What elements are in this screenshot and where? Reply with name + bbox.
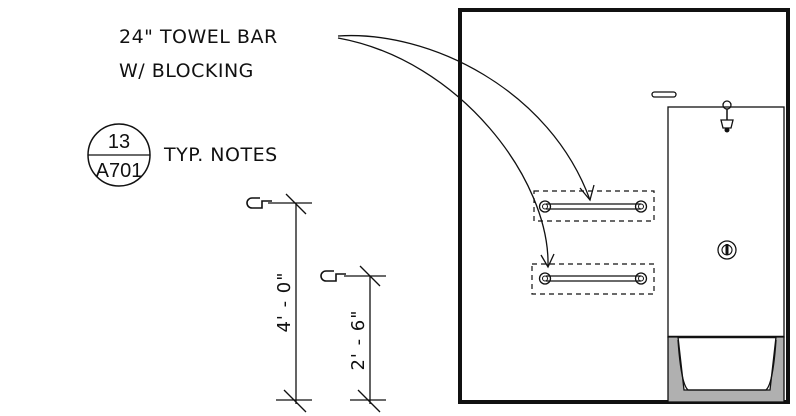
leader-to-lower-bar [337, 37, 549, 267]
section-tag: 13 A701 [87, 123, 151, 187]
blocking-upper [533, 190, 655, 222]
towel-bar-lower-post-right [634, 272, 648, 285]
towel-bar-lower-post-left-inner [542, 275, 548, 282]
shower-head-face [724, 127, 730, 133]
towel-bar-lower-post-right-inner [638, 275, 644, 282]
shower-arm-knob [722, 100, 732, 110]
shower-head-body [720, 119, 734, 129]
shower-enclosure [667, 100, 785, 403]
dimension-tall-tick-bottom [283, 389, 307, 413]
arrowhead-lower-icon [540, 253, 555, 269]
towel-bar-upper-post-right [634, 200, 648, 213]
dimension-tall-label: 4' - 0" [274, 271, 295, 332]
section-tag-note: TYP. NOTES [163, 144, 278, 166]
room-outline [458, 8, 790, 404]
tub-inner-curve [677, 339, 777, 391]
dimension-short-tick-bottom [357, 389, 381, 413]
towel-bar-upper [533, 190, 655, 222]
level-marker-icon [246, 197, 272, 209]
towel-bar-upper-post-left [538, 200, 552, 213]
shower-valve-icon [717, 240, 737, 260]
dimension-short-label: 2' - 6" [348, 309, 369, 370]
arrowhead-upper-icon [579, 184, 595, 202]
section-tag-number: 13 [108, 131, 130, 153]
shower-valve-handle [725, 244, 729, 255]
towel-bar-upper-post-right-inner [638, 203, 644, 210]
dimension-tall [246, 193, 312, 413]
towel-bar-lower [531, 263, 655, 295]
section-tag-sheet: A701 [96, 160, 143, 182]
dimension-tall-tick-top [285, 193, 307, 215]
towel-bar-lower-post-left [538, 272, 552, 285]
towel-bar-upper-post-left-inner [542, 203, 548, 210]
blocking-lower [531, 263, 655, 295]
shower-valve-outer [717, 240, 737, 260]
callout-leaders [337, 34, 595, 269]
shower-panel [667, 106, 785, 338]
soap-dish [651, 91, 677, 98]
tub-section [667, 336, 785, 403]
level-marker-short-icon [320, 270, 346, 282]
dimension-short [320, 265, 386, 413]
shower-head-icon [720, 100, 734, 133]
callout-label-line1: 24" TOWEL BAR [119, 26, 278, 48]
callout-label-line2: W/ BLOCKING [119, 60, 254, 82]
leader-to-upper-bar [337, 34, 591, 201]
